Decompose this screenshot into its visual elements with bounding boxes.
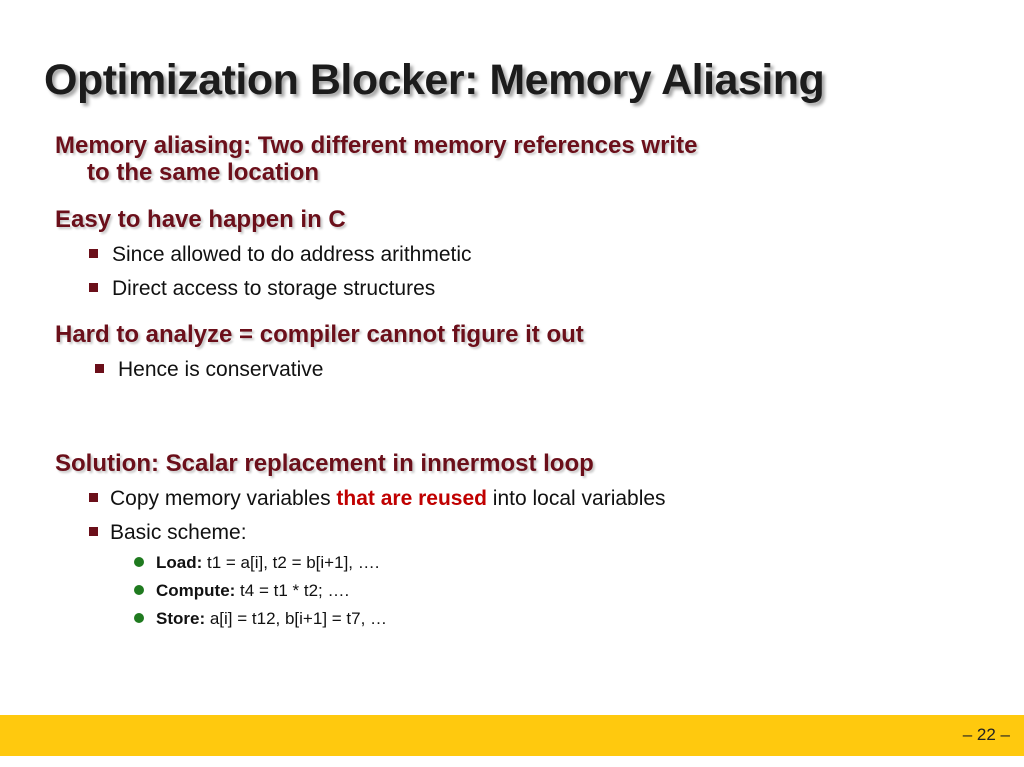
heading-memory-aliasing: Memory aliasing: Two different memory re… <box>55 132 697 186</box>
heading-hard-to-analyze: Hard to analyze = compiler cannot figure… <box>55 321 584 348</box>
page-number: – 22 – <box>962 725 1010 744</box>
subitem-compute: Compute: t4 = t1 * t2; …. <box>134 580 349 602</box>
square-bullet-icon <box>95 363 104 373</box>
subitem-load: Load: t1 = a[i], t2 = b[i+1], …. <box>134 552 379 574</box>
bullet-direct-access: Direct access to storage structures <box>89 276 435 302</box>
bullet-copy-memory-variables: Copy memory variables that are reused in… <box>89 486 666 512</box>
heading-line-2: to the same location <box>87 159 320 186</box>
round-bullet-icon <box>134 556 144 567</box>
round-bullet-icon <box>134 612 144 623</box>
bullet-address-arithmetic: Since allowed to do address arithmetic <box>89 242 472 268</box>
footer-bar: – 22 – <box>0 715 1024 756</box>
slide-title: Optimization Blocker: Memory Aliasing <box>44 56 825 104</box>
square-bullet-icon <box>89 526 98 536</box>
square-bullet-icon <box>89 492 98 502</box>
square-bullet-icon <box>89 282 98 292</box>
bullet-conservative: Hence is conservative <box>95 357 323 383</box>
square-bullet-icon <box>89 248 98 258</box>
subitem-store: Store: a[i] = t12, b[i+1] = t7, … <box>134 608 387 630</box>
highlight-reused: that are reused <box>336 487 487 510</box>
heading-solution: Solution: Scalar replacement in innermos… <box>55 450 594 477</box>
heading-easy-in-c: Easy to have happen in C <box>55 206 346 233</box>
heading-line-1: Memory aliasing: Two different memory re… <box>55 132 698 159</box>
round-bullet-icon <box>134 584 144 595</box>
bullet-basic-scheme: Basic scheme: <box>89 520 247 546</box>
